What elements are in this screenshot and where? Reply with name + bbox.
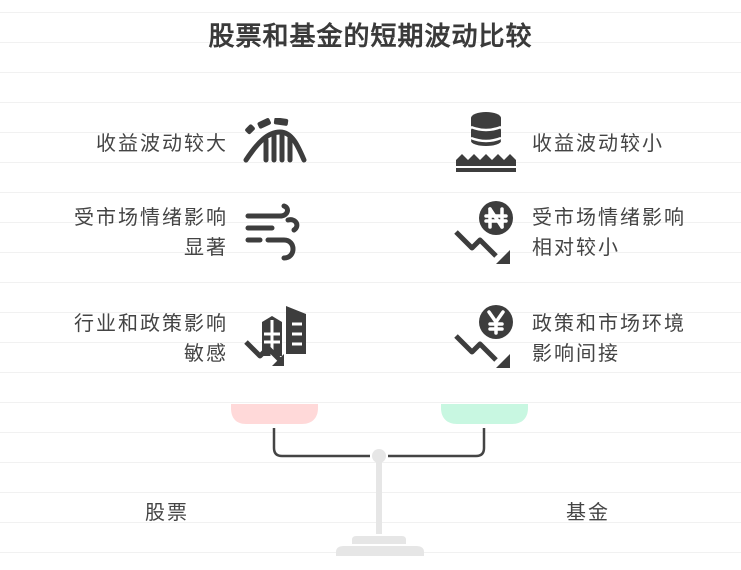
- fund-point-3: 政策和市场环境 影响间接: [532, 311, 686, 365]
- yen-downtrend-icon: [454, 305, 513, 368]
- stand-base-bottom: [336, 546, 424, 556]
- fund-point-1: 收益波动较小: [532, 131, 664, 155]
- scale-beam: [272, 428, 486, 458]
- coins-on-water-icon: [456, 112, 516, 172]
- pivot: [372, 449, 386, 463]
- wind-icon: [245, 203, 300, 261]
- stand-pole: [376, 462, 382, 534]
- stock-point-2: 受市场情绪影响 显著: [74, 205, 228, 259]
- right-pan: [441, 404, 528, 424]
- roller-coaster-icon: [243, 118, 307, 163]
- stock-point-3: 行业和政策影响 敏感: [74, 311, 228, 365]
- diagram-title: 股票和基金的短期波动比较: [208, 22, 533, 52]
- stand-base-top: [352, 536, 406, 544]
- left-pan: [231, 404, 318, 424]
- building-downtrend-icon: [244, 306, 306, 366]
- fund-label: 基金: [566, 500, 610, 524]
- fund-point-2: 受市场情绪影响 相对较小: [532, 205, 686, 259]
- balance-scale: [231, 404, 528, 556]
- stock-label: 股票: [145, 500, 189, 524]
- stock-point-1: 收益波动较大: [96, 131, 228, 155]
- naira-downtrend-icon: [454, 201, 513, 264]
